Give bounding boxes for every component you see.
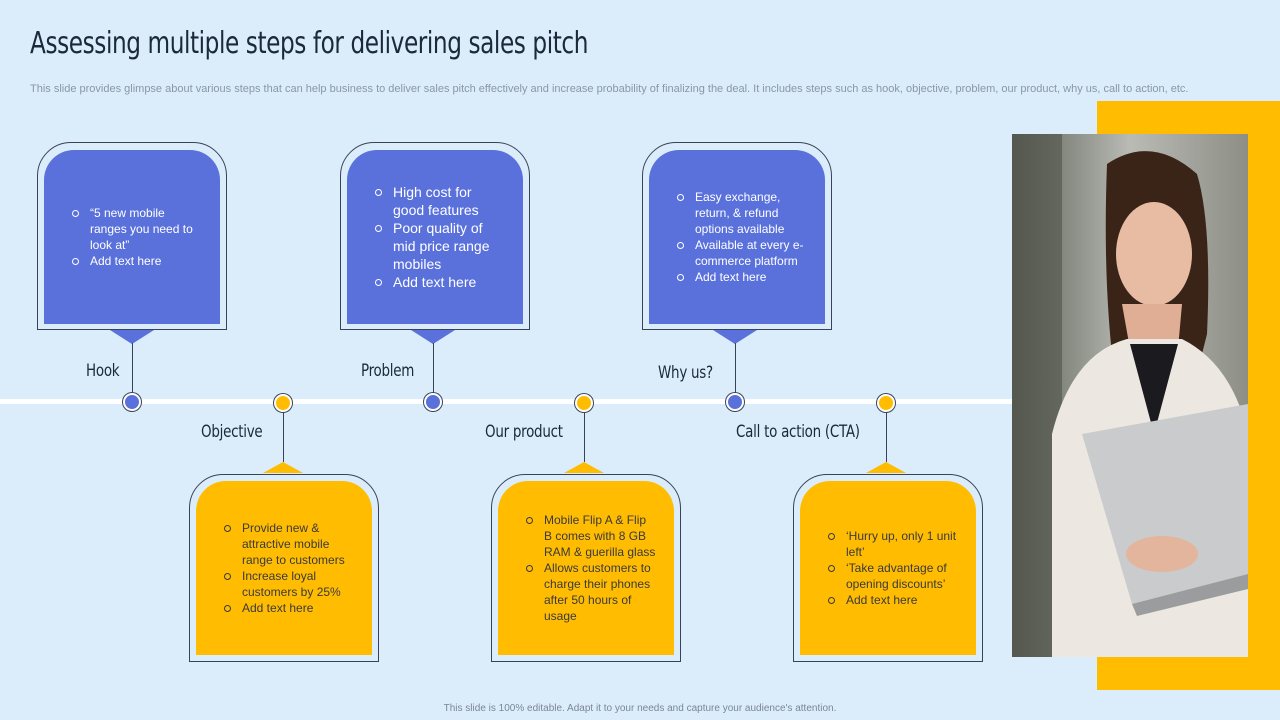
hook-stem [132,343,133,393]
our-product-stem [584,412,585,462]
bullet-item: Add text here [828,592,958,608]
why-us-card: Easy exchange, return, & refund options … [649,150,825,324]
why-us-bullets: Easy exchange, return, & refund options … [677,189,807,285]
why-us-card-frame [642,142,832,330]
objective-stem [283,412,284,462]
step-label-problem: Problem [361,361,415,381]
bullet-item: Increase loyal customers by 25% [224,568,354,600]
our-product-card: Mobile Flip A & Flip B comes with 8 GB R… [498,481,674,655]
why-us-pointer [713,330,757,344]
cta-stem [886,412,887,462]
bullet-item: Add text here [224,600,354,616]
bullet-item: ‘Take advantage of opening discounts’ [828,560,958,592]
step-label-why-us: Why us? [658,363,713,383]
timeline-node-hook [123,393,141,411]
bullet-item: Poor quality of mid price range mobiles [375,219,505,273]
objective-card-frame [189,474,379,662]
step-label-objective: Objective [201,422,263,442]
bullet-item: Mobile Flip A & Flip B comes with 8 GB R… [526,512,656,560]
cta-bullets: ‘Hurry up, only 1 unit left’ ‘Take advan… [828,528,958,608]
problem-stem [433,343,434,393]
hook-card-frame [37,142,227,330]
slide-subtitle: This slide provides glimpse about variou… [30,83,1189,95]
timeline-node-why-us [726,393,744,411]
bullet-item: Easy exchange, return, & refund options … [677,189,807,237]
our-product-pointer [564,462,604,473]
cta-card: ‘Hurry up, only 1 unit left’ ‘Take advan… [800,481,976,655]
step-label-cta: Call to action (CTA) [736,422,860,442]
slide-footer: This slide is 100% editable. Adapt it to… [443,703,837,714]
hook-bullets: “5 new mobile ranges you need to look at… [72,205,202,269]
our-product-card-frame [491,474,681,662]
hook-card: “5 new mobile ranges you need to look at… [44,150,220,324]
problem-card: High cost for good features Poor quality… [347,150,523,324]
step-label-our-product: Our product [485,422,563,442]
step-label-hook: Hook [86,361,120,381]
bullet-item: Allows customers to charge their phones … [526,560,656,624]
bullet-item: Add text here [72,253,202,269]
woman-with-laptop-photo [1012,134,1248,657]
bullet-item: Available at every e-commerce platform [677,237,807,269]
our-product-bullets: Mobile Flip A & Flip B comes with 8 GB R… [526,512,656,624]
timeline-node-our-product [575,394,593,412]
problem-pointer [411,330,455,344]
bullet-item: High cost for good features [375,183,505,219]
objective-pointer [263,462,303,473]
slide-title: Assessing multiple steps for delivering … [30,26,589,61]
bullet-item: ‘Hurry up, only 1 unit left’ [828,528,958,560]
bullet-item: Provide new & attractive mobile range to… [224,520,354,568]
timeline-node-cta [877,394,895,412]
hook-pointer [110,330,154,344]
bullet-item: Add text here [677,269,807,285]
timeline-node-objective [274,394,292,412]
problem-card-frame [340,142,530,330]
timeline-node-problem [424,393,442,411]
bullet-item: Add text here [375,273,505,291]
objective-card: Provide new & attractive mobile range to… [196,481,372,655]
why-us-stem [735,343,736,393]
cta-pointer [866,462,906,473]
bullet-item: “5 new mobile ranges you need to look at… [72,205,202,253]
problem-bullets: High cost for good features Poor quality… [375,183,505,291]
objective-bullets: Provide new & attractive mobile range to… [224,520,354,616]
timeline-line [0,399,1012,404]
cta-card-frame [793,474,983,662]
